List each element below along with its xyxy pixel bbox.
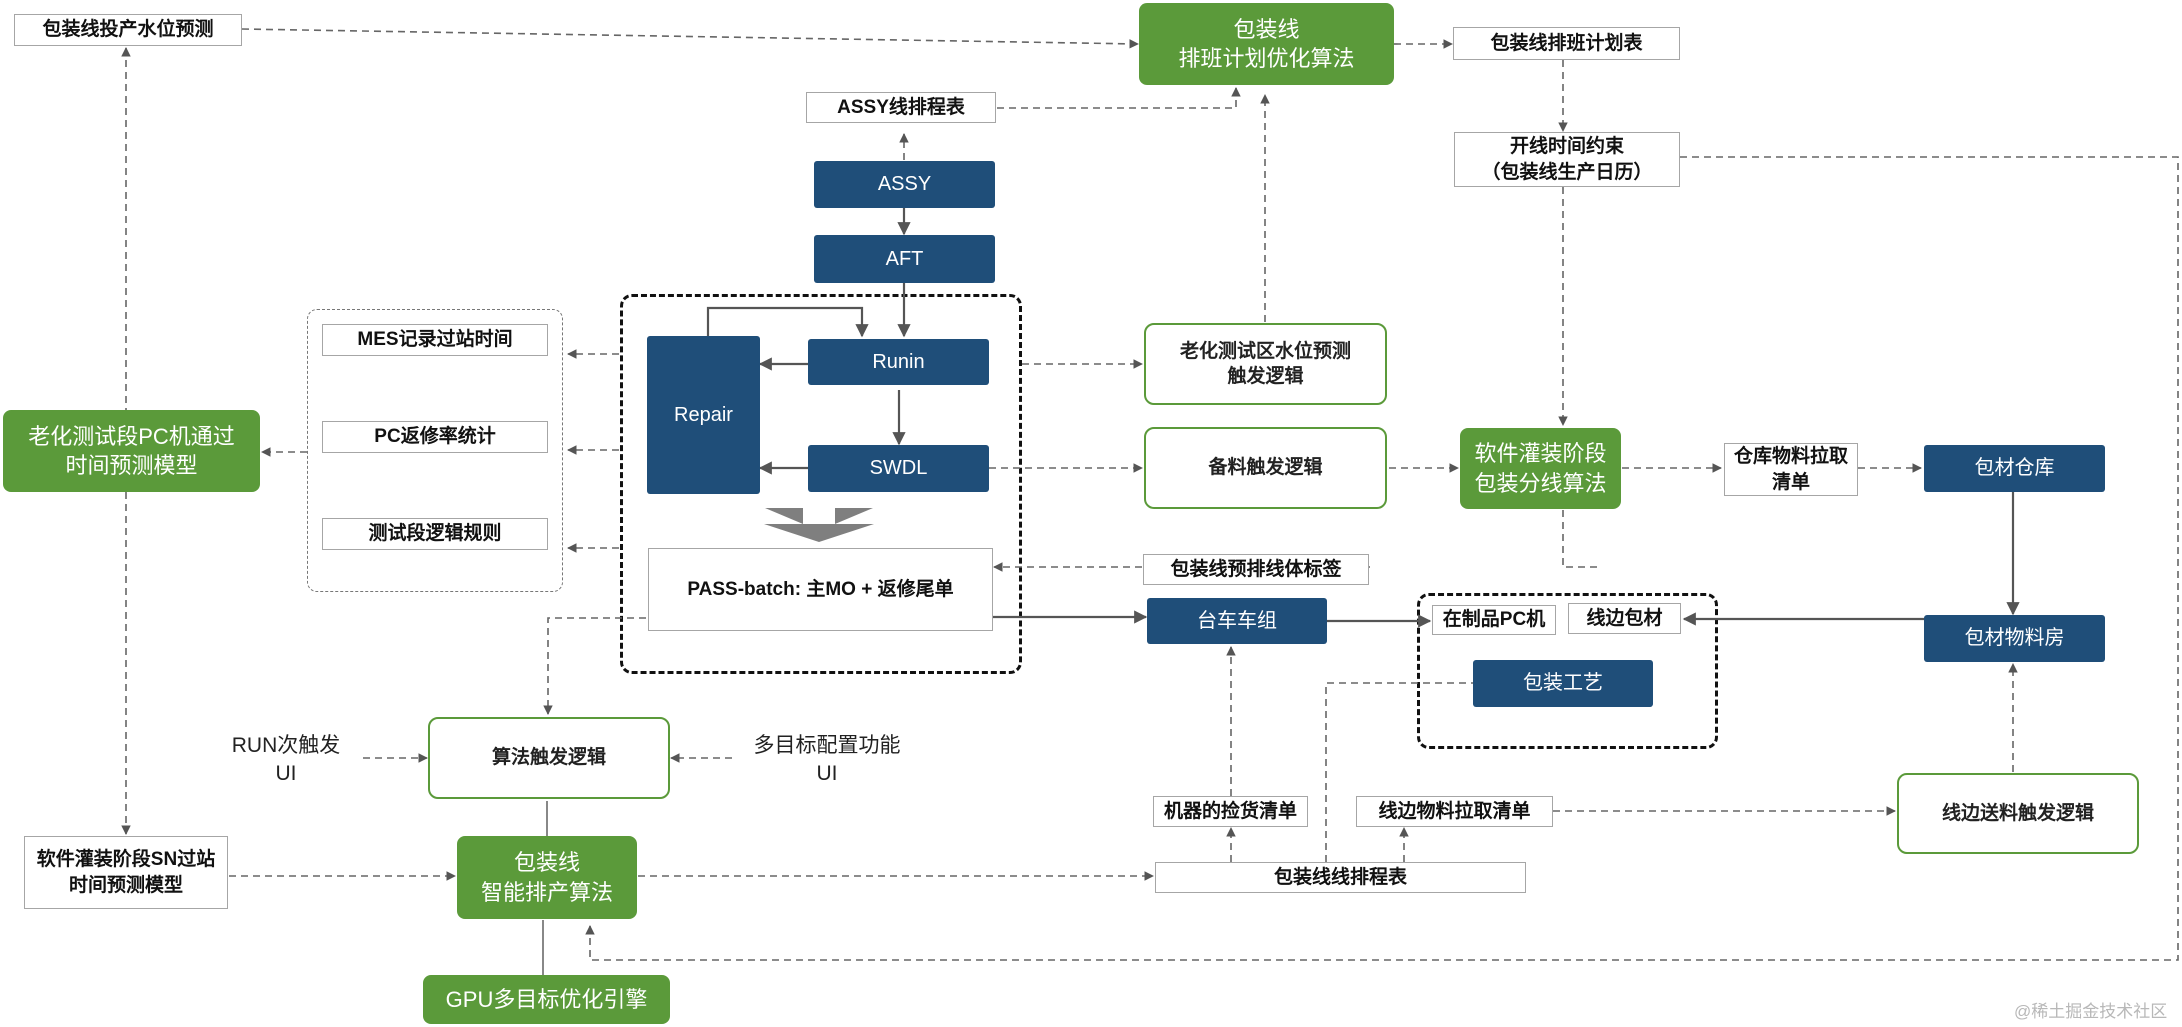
edge-repair-to-runin xyxy=(706,306,869,338)
multi-objective-config-ui: 多目标配置功能 UI xyxy=(753,734,901,785)
line-start-time-constraint: 开线时间约束 （包装线生产日历） xyxy=(1454,132,1680,187)
packline-shift-scheduling-algorithm: 包装线 排班计划优化算法 xyxy=(1139,3,1394,85)
packline-smart-scheduling-algorithm: 包装线 智能排产算法 xyxy=(457,836,637,919)
runin-node: Runin xyxy=(808,339,989,385)
software-install-sn-model: 软件灌装阶段SN过站 时间预测模型 xyxy=(24,836,228,909)
run-trigger-ui: RUN次触发 UI xyxy=(231,734,341,785)
edge-line-schedule-to-packing-process xyxy=(1325,678,1509,862)
aging-area-level-trigger: 老化测试区水位预测 触发逻辑 xyxy=(1144,323,1387,405)
down-block-arrow xyxy=(765,508,873,524)
packline-launch-level-forecast: 包装线投产水位预测 xyxy=(14,14,242,46)
assy-node: ASSY xyxy=(814,161,995,208)
warehouse-pull-list: 仓库物料拉取 清单 xyxy=(1724,443,1858,496)
packing-material-warehouse: 包材仓库 xyxy=(1924,445,2105,492)
spare-material-trigger: 备料触发逻辑 xyxy=(1144,427,1387,509)
edge-start-constraint-to-smart-algorithm xyxy=(585,156,2179,961)
repair-node: Repair xyxy=(647,336,760,494)
test-logic-rules: 测试段逻辑规则 xyxy=(322,518,548,550)
mes-station-time: MES记录过站时间 xyxy=(322,324,548,356)
assy-line-schedule: ASSY线排程表 xyxy=(806,92,996,123)
edge-assy-table-to-shift-algorithm xyxy=(997,87,1241,109)
algorithm-trigger-logic: 算法触发逻辑 xyxy=(428,717,670,799)
packing-station-group xyxy=(1417,593,1718,749)
lineside-delivery-trigger: 线边送料触发逻辑 xyxy=(1897,773,2139,854)
down-block-arrow-head xyxy=(764,524,874,542)
wip-pc-node: 在制品PC机 xyxy=(1432,605,1556,635)
packing-material-room: 包材物料房 xyxy=(1924,615,2105,662)
packing-process-node: 包装工艺 xyxy=(1473,660,1653,707)
pass-batch-node: PASS-batch: 主MO + 返修尾单 xyxy=(648,548,993,631)
swdl-node: SWDL xyxy=(808,445,989,492)
packline-line-schedule: 包装线线排程表 xyxy=(1155,862,1526,893)
aging-test-pc-time-model: 老化测试段PC机通过 时间预测模型 xyxy=(3,410,260,492)
watermark: @稀土掘金技术社区 xyxy=(2014,1002,2168,1021)
software-install-split-algorithm: 软件灌装阶段 包装分线算法 xyxy=(1460,428,1621,509)
edge-forecast-to-shift-algorithm xyxy=(241,28,1139,49)
pc-repair-rate: PC返修率统计 xyxy=(322,421,548,453)
edge-pass-batch-to-algorithm-trigger xyxy=(543,617,646,715)
packline-shift-schedule-table: 包装线排班计划表 xyxy=(1453,27,1680,60)
gpu-optimization-engine: GPU多目标优化引擎 xyxy=(423,975,670,1024)
lineside-packing-material: 线边包材 xyxy=(1568,603,1681,634)
lineside-pull-list: 线边物料拉取清单 xyxy=(1356,796,1553,827)
test-section-group xyxy=(620,294,1022,674)
machine-picking-list: 机器的捡货清单 xyxy=(1153,796,1308,827)
data-source-group xyxy=(307,309,563,592)
aft-node: AFT xyxy=(814,235,995,283)
cart-group-node: 台车车组 xyxy=(1147,598,1327,644)
packline-preassign-tag: 包装线预排线体标签 xyxy=(1143,554,1369,585)
